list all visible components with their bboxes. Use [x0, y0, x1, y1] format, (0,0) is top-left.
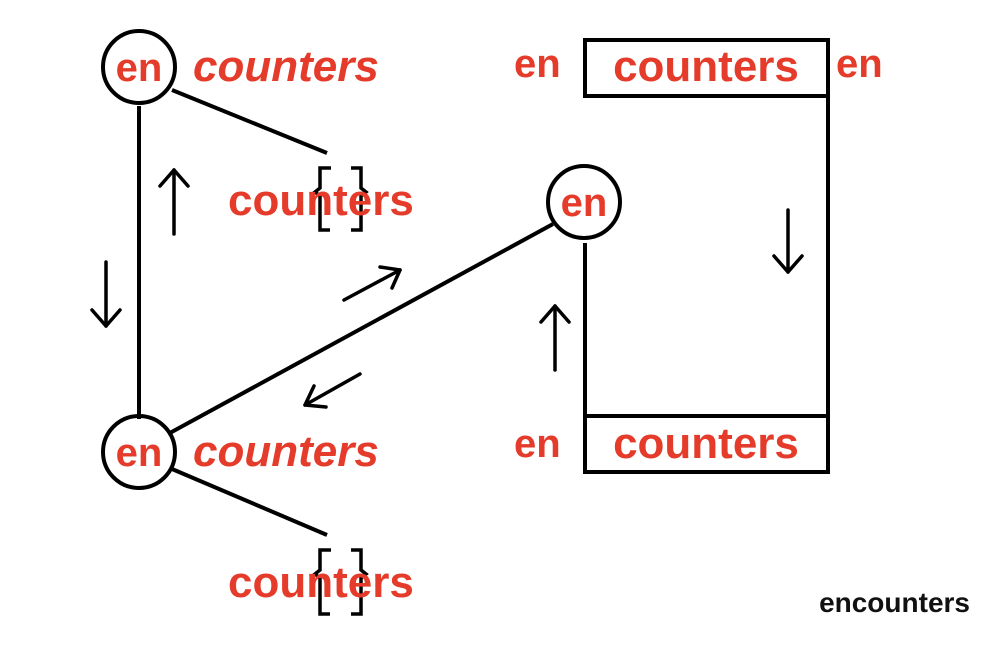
top-left-circle [101, 29, 177, 105]
top-left-counters: counters [193, 42, 379, 91]
diagonal-forward-arrow-icon [342, 265, 402, 302]
bottom-left-en: en [116, 431, 163, 475]
right-bottom-en: en [514, 422, 561, 466]
diagonal-back-arrow-icon [303, 372, 362, 409]
bottom-brace-left [312, 548, 331, 616]
bottom-left-counters: counters [193, 427, 379, 476]
right-top-left-en: en [514, 42, 561, 86]
bottom-branch-connector [171, 467, 328, 537]
bottom-right-box [583, 414, 830, 474]
bottom-left-circle [101, 414, 177, 490]
branch-top-counters: counters [228, 176, 414, 225]
branch-bottom-counters: counters [228, 558, 414, 607]
top-right-box [583, 38, 830, 98]
bottom-brace-right [351, 548, 369, 616]
right-bottom-box-counters: counters [613, 419, 799, 468]
center-circle [546, 164, 622, 240]
center-en: en [561, 181, 608, 225]
left-up-arrow-icon [158, 168, 190, 236]
top-left-en: en [116, 46, 163, 90]
top-brace-right [351, 166, 369, 232]
left-down-arrow-icon [90, 260, 122, 328]
diagonal-connector [167, 222, 554, 436]
top-branch-connector [171, 88, 328, 155]
right-top-right-en: en [836, 42, 883, 86]
right-top-box-counters: counters [613, 42, 799, 91]
right-down-arrow-icon [772, 208, 804, 274]
top-brace-left [312, 166, 331, 232]
right-up-arrow-icon [539, 304, 571, 372]
caption-encounters: encounters [819, 587, 970, 618]
